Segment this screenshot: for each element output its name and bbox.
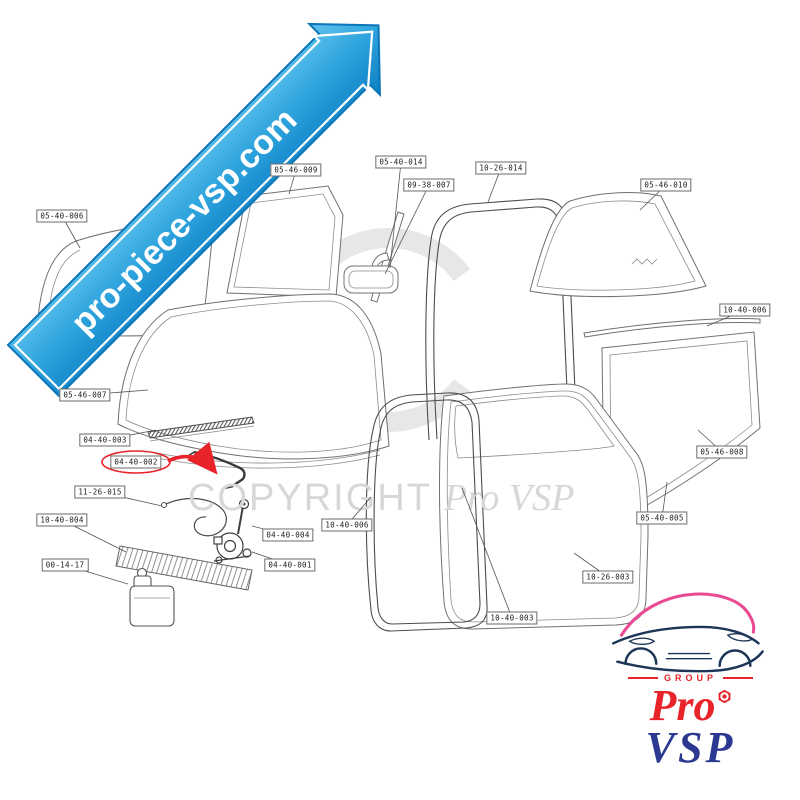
provsp-logo: GROUP Pro VSP [598, 584, 783, 769]
part-label-04-40-003[interactable]: 04-40-003 [79, 433, 131, 447]
wiper-motor [213, 498, 252, 564]
part-label-05-40-006[interactable]: 05-40-006 [36, 209, 88, 223]
logo-hexagon-icon [718, 690, 730, 704]
highlight-arrow [167, 441, 218, 475]
leader-line [384, 184, 430, 275]
leader-line [389, 161, 402, 269]
copyright-word: COPYRIGHT [188, 477, 432, 519]
logo-group-text: GROUP [663, 673, 717, 683]
part-label-05-46-009[interactable]: 05-46-009 [270, 163, 322, 177]
rear-quarter-glass [529, 192, 707, 298]
part-label-04-40-002[interactable]: 04-40-002 [110, 455, 162, 469]
part-label-10-40-006[interactable]: 10-40-006 [719, 303, 771, 317]
rocker-molding [115, 545, 253, 591]
part-label-04-40-004[interactable]: 04-40-004 [262, 528, 314, 542]
leader-line [461, 487, 513, 619]
part-label-09-38-007[interactable]: 09-38-007 [403, 178, 455, 192]
wiper-blade [147, 416, 255, 442]
part-label-10-26-014[interactable]: 10-26-014 [475, 161, 527, 175]
part-label-10-40-003[interactable]: 10-40-003 [486, 611, 538, 625]
logo-car-sketch [611, 592, 764, 673]
logo-pro-word: Pro [649, 681, 716, 730]
part-label-05-46-010[interactable]: 05-46-010 [640, 178, 692, 192]
part-label-05-40-005[interactable]: 05-40-005 [636, 511, 688, 525]
part-label-10-40-006[interactable]: 10-40-006 [321, 518, 373, 532]
logo-group-row: GROUP [598, 673, 783, 683]
washer-bottle [129, 567, 175, 627]
rearview-mirror [343, 252, 399, 294]
part-label-11-26-015[interactable]: 11-26-015 [74, 485, 126, 499]
part-label-05-46-008[interactable]: 05-46-008 [696, 445, 748, 459]
belt-molding [583, 318, 761, 338]
logo-vsp-text: VSP [645, 722, 736, 772]
washer-hose [161, 497, 227, 537]
group-line-left [627, 677, 658, 679]
part-label-10-26-003[interactable]: 10-26-003 [582, 570, 634, 584]
part-label-00-14-17[interactable]: 00-14-17 [41, 558, 89, 572]
logo-pro-text: Pro [598, 684, 783, 728]
part-label-04-40-001[interactable]: 04-40-001 [264, 558, 316, 572]
door-frame-seal [425, 198, 578, 441]
part-label-05-40-014[interactable]: 05-40-014 [375, 155, 427, 169]
highlight-ellipse [101, 450, 171, 474]
part-label-10-40-004[interactable]: 10-40-004 [36, 513, 88, 527]
part-label-05-46-007[interactable]: 05-46-007 [59, 388, 111, 402]
door-panel [439, 383, 649, 630]
center-door-seal [365, 392, 488, 632]
group-line-right [723, 677, 753, 679]
